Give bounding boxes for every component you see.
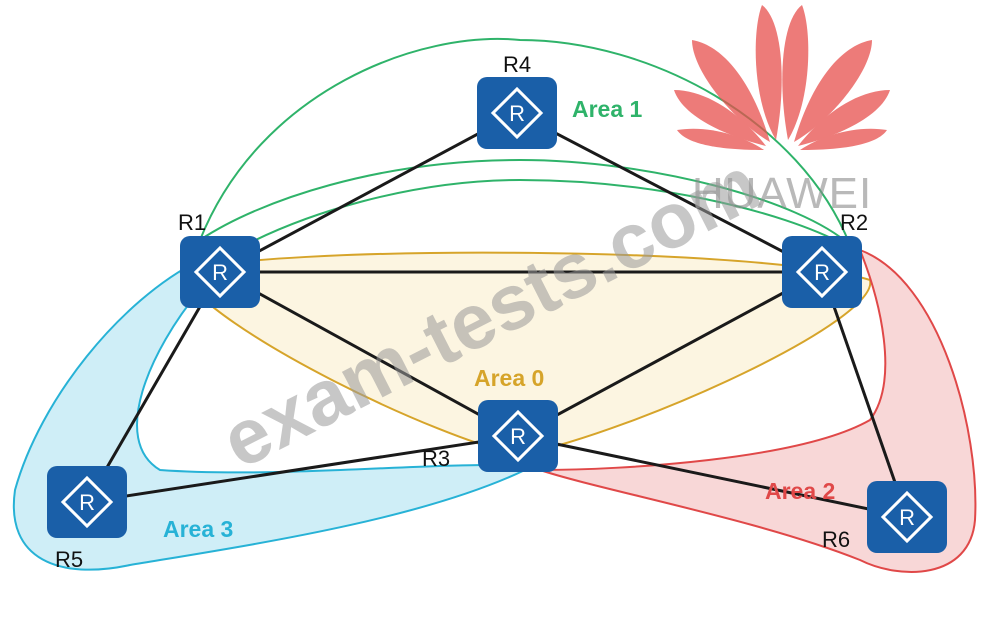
area-1-region-inner: [214, 178, 846, 263]
area-1-region: [197, 38, 851, 246]
router-r3[interactable]: R: [476, 398, 560, 474]
router-r2-glyph: R: [814, 260, 830, 285]
router-r3-glyph: R: [510, 424, 526, 449]
area-0-label: Area 0: [474, 365, 544, 391]
router-label-r2: R2: [840, 210, 868, 235]
link-r1-r5: [85, 271, 222, 503]
router-r1-glyph: R: [212, 260, 228, 285]
area-2-region: [539, 248, 977, 573]
link-r1-r3: [219, 270, 519, 438]
area-3-label: Area 3: [163, 516, 233, 542]
router-label-r4: R4: [503, 52, 531, 77]
huawei-logo: HUAWEI: [674, 5, 890, 218]
link-r5-r3: [86, 434, 519, 504]
huawei-logo-text: HUAWEI: [692, 169, 872, 218]
router-r5-glyph: R: [79, 490, 95, 515]
links: [85, 111, 909, 519]
router-r6[interactable]: R: [865, 479, 949, 555]
huawei-petals-icon: [674, 5, 890, 150]
router-r4[interactable]: R: [475, 75, 559, 151]
router-r4-glyph: R: [509, 101, 525, 126]
link-r4-r2: [516, 111, 823, 274]
link-r2-r3: [517, 270, 823, 438]
link-r1-r4: [219, 111, 518, 274]
link-r3-r6: [517, 434, 908, 519]
area-1-label: Area 1: [572, 96, 643, 122]
router-label-r3: R3: [422, 446, 450, 471]
router-r5[interactable]: R: [45, 464, 129, 540]
area-2-label: Area 2: [765, 478, 835, 504]
router-label-r1: R1: [178, 210, 206, 235]
router-r6-glyph: R: [899, 505, 915, 530]
router-r2[interactable]: R: [780, 234, 864, 310]
router-label-r6: R6: [822, 527, 850, 552]
link-r2-r6: [820, 271, 909, 518]
router-r1[interactable]: R: [178, 234, 262, 310]
router-label-r5: R5: [55, 547, 83, 572]
area-0-region: [178, 251, 872, 457]
